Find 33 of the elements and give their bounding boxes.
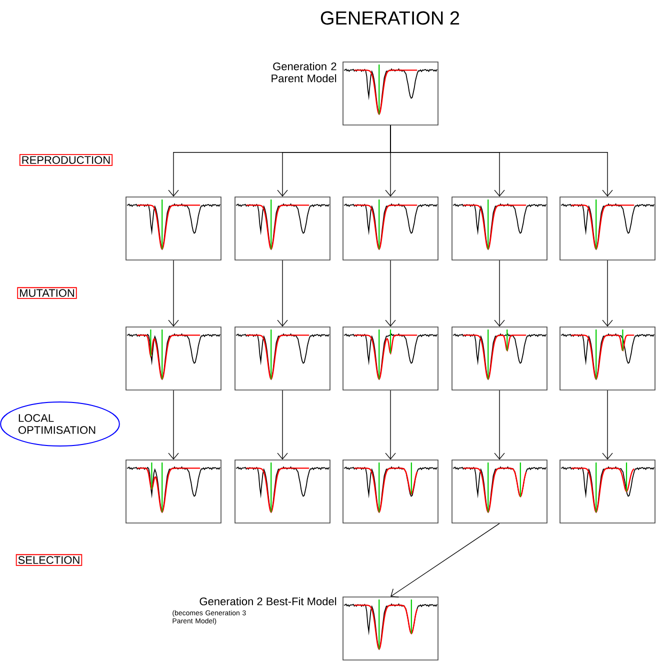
spectrum-drawing — [560, 460, 656, 524]
model-label: Generation 2 Best-Fit Model — [200, 597, 336, 606]
spectrum-drawing — [342, 460, 438, 524]
arrow — [390, 523, 500, 598]
model-label: Generation 2 Parent Model — [272, 62, 336, 82]
step-label: MUTATION — [17, 287, 77, 299]
spectrum-drawing — [126, 460, 222, 524]
arrow — [385, 260, 396, 327]
spectrum-drawing — [452, 326, 548, 390]
arrow — [494, 260, 505, 327]
step-label: SELECTION — [16, 554, 82, 566]
arrow — [168, 260, 179, 327]
spectrum-drawing — [126, 326, 222, 390]
arrow — [277, 260, 288, 327]
arrow — [390, 125, 613, 197]
arrow — [602, 260, 613, 327]
spectrum-drawing — [234, 460, 330, 524]
title: GENERATION 2 — [320, 11, 460, 25]
spectrum-drawing — [560, 196, 656, 260]
arrow — [168, 390, 179, 460]
spectrum-drawing — [234, 196, 330, 260]
arrow — [277, 390, 288, 460]
spectrum-drawing — [342, 326, 438, 390]
arrow — [494, 390, 505, 460]
spectrum-drawing — [342, 196, 438, 260]
spectrum-drawing — [234, 326, 330, 390]
spectrum-drawing — [452, 460, 548, 524]
spectrum-drawing — [126, 196, 222, 260]
step-label: REPRODUCTION — [19, 154, 113, 166]
spectrum-drawing — [452, 196, 548, 260]
arrow — [602, 390, 613, 460]
arrow — [385, 390, 396, 460]
spectrum-drawing — [560, 326, 656, 390]
